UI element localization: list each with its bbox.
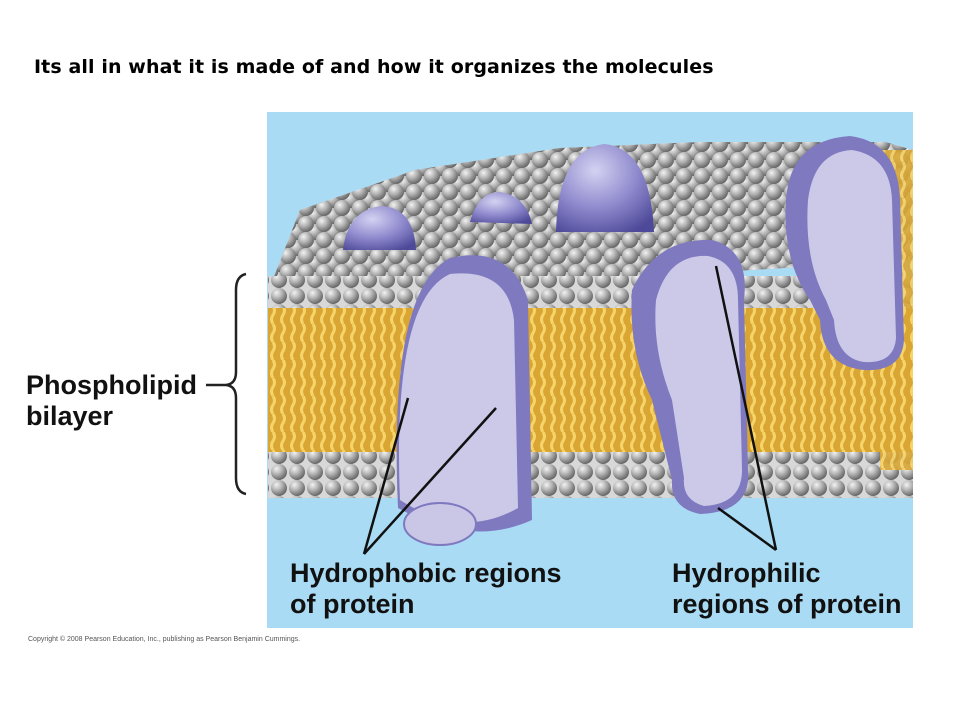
label-hydrophobic-line1: Hydrophobic regions <box>290 558 562 588</box>
label-hydrophilic-regions: Hydrophilic regions of protein <box>672 558 902 620</box>
peripheral-protein-dome <box>556 144 654 232</box>
label-hydrophilic-line1: Hydrophilic <box>672 558 821 588</box>
bilayer-bracket <box>225 272 247 496</box>
label-phospholipid-bilayer: Phospholipid bilayer <box>26 370 197 432</box>
transmembrane-protein-left <box>396 255 532 546</box>
transmembrane-protein-middle <box>631 239 749 514</box>
slide-title: Its all in what it is made of and how it… <box>34 56 714 78</box>
transmembrane-protein-right <box>785 136 904 371</box>
copyright-notice: Copyright © 2008 Pearson Education, Inc.… <box>28 636 301 643</box>
label-hydrophilic-line2: regions of protein <box>672 588 902 619</box>
label-phospholipid-line1: Phospholipid <box>26 370 197 400</box>
bilayer-front-face <box>268 150 913 498</box>
peripheral-protein-dome <box>470 192 532 224</box>
label-hydrophobic-line2: of protein <box>290 588 415 619</box>
peripheral-protein-dome <box>343 206 416 250</box>
label-phospholipid-line2: bilayer <box>26 400 114 431</box>
label-hydrophobic-regions: Hydrophobic regions of protein <box>290 558 562 620</box>
leader-lines <box>362 265 778 555</box>
